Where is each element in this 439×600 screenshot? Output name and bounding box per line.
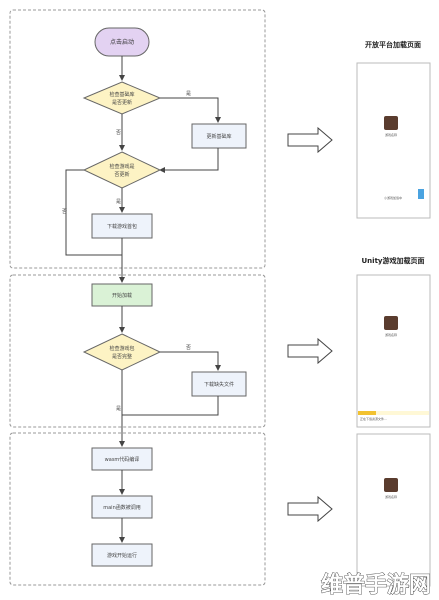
update-base-lib-node [191,123,247,149]
platform-page-title: 开放平台加载页面 [365,40,421,49]
hollow-arrow-3 [287,495,333,523]
check-game-pkg-line1: 检查游戏是 [109,163,134,170]
game-icon-3 [384,478,398,492]
check-base-lib-line1: 检查基础库 [109,91,134,98]
download-missing-label: 下载缺失文件 [204,381,234,388]
check-base-lib-line2: 是否更新 [112,99,132,106]
game-name-2: 游戏名称 [385,332,397,337]
start-label: 点击启动 [110,38,134,46]
game-start-node [91,543,153,567]
yes-label-1: 是 [186,91,191,97]
update-base-lib-label: 更新基础库 [206,133,231,140]
game-name-1: 游戏名称 [385,132,397,137]
yes-label-2: 是 [116,199,121,205]
game-icon-2 [384,316,398,330]
no-label-2: 否 [62,209,67,215]
platform-footer-note: 小游戏加载中 [384,195,402,200]
hollow-arrow-1 [287,126,333,154]
section-frame-2 [9,274,266,428]
phone-panel-2 [356,274,431,428]
unity-progress-note: 正在下载资源文件… [360,416,387,421]
check-game-pkg-decision [82,151,162,189]
check-pkg-complete-line2: 是否完整 [112,353,132,360]
game-start-label: 游戏开始运行 [107,552,137,559]
progress-bar-fill [358,411,376,415]
wasm-compile-label: wasm代码编译 [105,456,140,463]
yes-label-3: 是 [116,406,121,412]
progress-bar-bg [358,411,429,415]
watermark: 维普手游网 [321,572,431,598]
no-label-1: 否 [116,130,121,136]
check-pkg-complete-decision [82,333,162,371]
progress-chip [418,189,424,199]
unity-page-title: Unity游戏加载页面 [362,256,425,265]
check-pkg-complete-line1: 检查游戏包 [109,345,134,352]
game-icon-1 [384,116,398,130]
download-game-pkg-node [91,213,153,239]
no-label-3: 否 [186,345,191,351]
start-loading-label: 开始加载 [112,292,132,299]
check-game-pkg-line2: 否更新 [114,171,129,178]
phone-panel-1 [356,62,431,219]
download-game-pkg-label: 下载游戏首包 [107,223,137,230]
phone-panel-3 [356,433,431,587]
download-missing-node [191,371,247,397]
check-base-lib-decision [82,81,162,115]
section-frame-3 [9,432,266,586]
game-name-3: 游戏名称 [385,494,397,499]
main-call-label: main函数被调用 [103,504,141,511]
hollow-arrow-2 [287,337,333,365]
